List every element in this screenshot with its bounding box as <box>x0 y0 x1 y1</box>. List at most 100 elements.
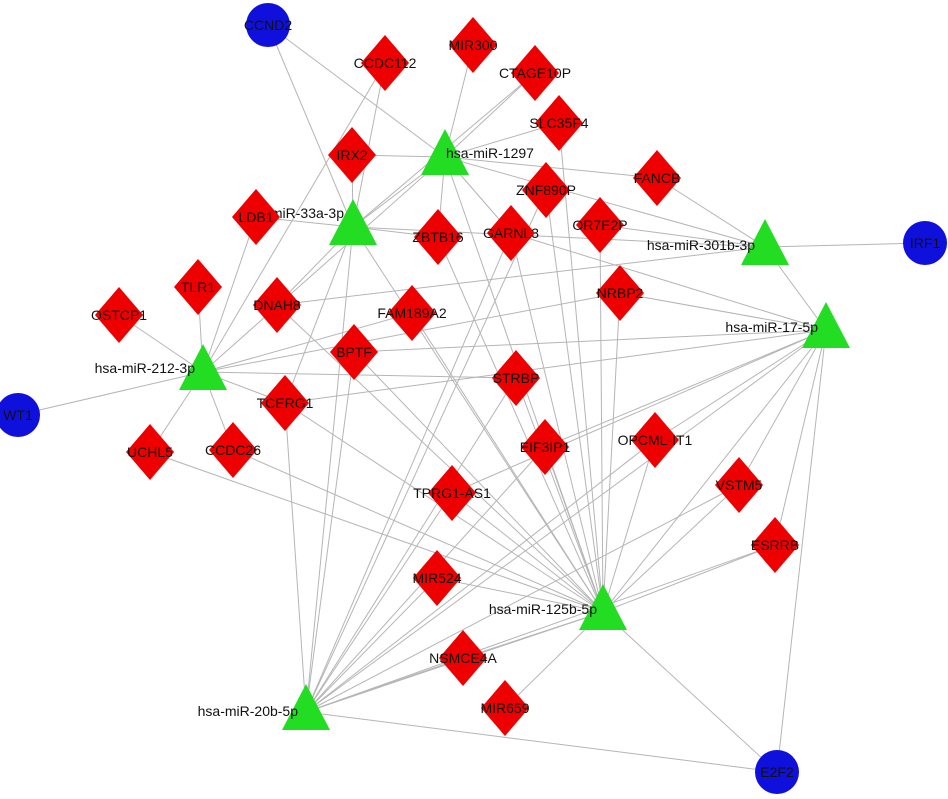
gene-diamond-shape <box>715 457 763 513</box>
node-esrrb[interactable]: ESRRB <box>751 517 799 573</box>
edge-mir125b-ccdc26 <box>232 449 604 613</box>
node-wt1[interactable]: WT1 <box>0 393 40 437</box>
node-znf890p[interactable]: ZNF890P <box>516 162 576 218</box>
node-label: MIR659 <box>480 700 529 716</box>
node-label: TPRG1-AS1 <box>413 485 491 501</box>
node-label: FANCB <box>634 170 681 186</box>
edge-mir33a-tcerg1 <box>284 226 354 404</box>
edge-mir17-tprg1-as1 <box>451 329 827 494</box>
mirna-triangle-shape <box>802 302 850 348</box>
node-garnl3[interactable]: GARNL3 <box>483 205 539 261</box>
edge-mir33a-ccdc112 <box>352 62 386 228</box>
node-ctage10p[interactable]: CTAGE10P <box>499 45 571 101</box>
node-tcerg1[interactable]: TCERG1 <box>257 375 314 431</box>
edge-mir1297-mir301b <box>444 156 766 248</box>
edge-mir17-e2f2 <box>776 329 827 773</box>
node-label: GARNL3 <box>483 225 539 241</box>
node-mir1297[interactable]: hsa-miR-1297 <box>421 129 534 175</box>
node-bptf[interactable]: BPTF <box>330 324 378 380</box>
edge-mir20b-tprg1-as1 <box>305 492 453 713</box>
node-mir524[interactable]: MIR524 <box>412 550 462 606</box>
node-label: STRBP <box>493 370 540 386</box>
node-label: hsa-miR-20b-5p <box>198 703 299 719</box>
node-nrbp2[interactable]: NRBP2 <box>596 265 644 321</box>
node-ostcp1[interactable]: OSTCP1 <box>91 287 147 343</box>
gene-diamond-shape <box>361 35 409 91</box>
mirna-triangle-shape <box>741 219 789 265</box>
edge-mir17-opcml-it1 <box>654 329 827 441</box>
node-ccdc112[interactable]: CCDC112 <box>354 35 417 91</box>
gene-diamond-shape <box>174 259 222 315</box>
node-ccnd2[interactable]: CCND2 <box>244 3 292 47</box>
node-eif3ip1[interactable]: EIF3IP1 <box>520 419 571 475</box>
node-or7e2p[interactable]: OR7E2P <box>572 197 628 253</box>
node-label: ZNF890P <box>516 182 576 198</box>
gene-diamond-shape <box>414 209 462 265</box>
mirna-triangle-shape <box>579 584 627 630</box>
edge-mir17-eif3ip1 <box>544 329 827 448</box>
edge-mir20b-e2f2 <box>305 711 778 773</box>
gene-diamond-shape <box>576 197 624 253</box>
edge-mir212-fam189a2 <box>202 312 413 373</box>
gene-diamond-shape <box>232 189 280 245</box>
edge-mir20b-znf890p <box>305 189 547 713</box>
edge-mir17-esrrb <box>774 329 827 546</box>
edge-mir212-ldb1 <box>202 216 257 373</box>
node-ccdc26[interactable]: CCDC26 <box>205 422 261 478</box>
edge-mir17-mir125b <box>602 329 827 613</box>
edge-mir125b-mir524 <box>436 577 604 613</box>
edge-mir20b-garnl3 <box>305 232 512 713</box>
edge-mir212-wt1 <box>17 371 204 416</box>
edge-mir125b-nrbp2 <box>602 292 621 613</box>
node-mir659[interactable]: MIR659 <box>480 680 530 736</box>
node-label: hsa-miR-1297 <box>446 145 534 161</box>
node-zbtb16[interactable]: ZBTB16 <box>412 209 464 265</box>
node-tprg1-as1[interactable]: TPRG1-AS1 <box>413 465 491 521</box>
gene-diamond-shape <box>535 95 583 151</box>
edge-ccnd2-mir33a <box>267 24 354 228</box>
node-label: hsa-miR-212-3p <box>95 360 196 376</box>
edge-mir125b-dnah8 <box>276 304 604 613</box>
node-label: IRF1 <box>910 235 941 251</box>
node-fancb[interactable]: FANCB <box>633 150 681 206</box>
node-tlr1[interactable]: TLR1 <box>174 259 222 315</box>
node-label: WT1 <box>3 407 33 423</box>
node-label: TCERG1 <box>257 395 314 411</box>
node-fam189a2[interactable]: FAM189A2 <box>377 285 447 341</box>
node-irf1[interactable]: IRF1 <box>903 221 947 265</box>
node-mir212[interactable]: hsa-miR-212-3p <box>95 344 227 390</box>
node-e2f2[interactable]: E2F2 <box>755 750 799 794</box>
node-layer: CCND2IRF1WT1E2F2hsa-miR-1297hsa-miR-33a-… <box>0 3 947 794</box>
edge-mir17-nrbp2 <box>619 292 827 331</box>
edge-mir20b-strbp <box>305 377 517 713</box>
mirna-triangle-shape <box>282 684 330 730</box>
tf-circle-shape <box>0 393 40 437</box>
node-strbp[interactable]: STRBP <box>492 350 540 406</box>
node-nsmce4a[interactable]: NSMCE4A <box>429 630 498 686</box>
edge-mir33a-mir125b <box>352 226 604 613</box>
node-ldb1[interactable]: LDB1 <box>232 189 280 245</box>
node-mir125b[interactable]: hsa-miR-125b-5p <box>489 584 627 630</box>
tf-circle-shape <box>755 750 799 794</box>
node-label: hsa-miR-17-5p <box>725 319 818 335</box>
edge-mir17-garnl3 <box>510 232 827 331</box>
node-vstm5[interactable]: VSTM5 <box>715 457 763 513</box>
edge-mir212-ccdc112 <box>202 62 386 373</box>
node-dnah8[interactable]: DNAH8 <box>253 277 301 333</box>
node-slc35f4[interactable]: SLC35F4 <box>529 95 589 151</box>
gene-diamond-shape <box>428 465 476 521</box>
node-uchl5[interactable]: UCHL5 <box>126 424 174 480</box>
edge-mir301b-or7e2p <box>599 224 766 248</box>
edge-layer <box>17 24 926 773</box>
edge-mir17-bptf <box>353 329 827 353</box>
node-mir300[interactable]: MIR300 <box>448 17 498 73</box>
node-mir301b[interactable]: hsa-miR-301b-3p <box>647 219 789 265</box>
gene-diamond-shape <box>521 419 569 475</box>
edge-mir212-strbp <box>202 371 517 379</box>
node-irx2[interactable]: IRX2 <box>328 127 376 183</box>
node-mir17[interactable]: hsa-miR-17-5p <box>725 302 850 348</box>
gene-diamond-shape <box>209 422 257 478</box>
node-mir20b[interactable]: hsa-miR-20b-5p <box>198 684 330 730</box>
node-opcml-it1[interactable]: OPCML-IT1 <box>618 412 693 468</box>
